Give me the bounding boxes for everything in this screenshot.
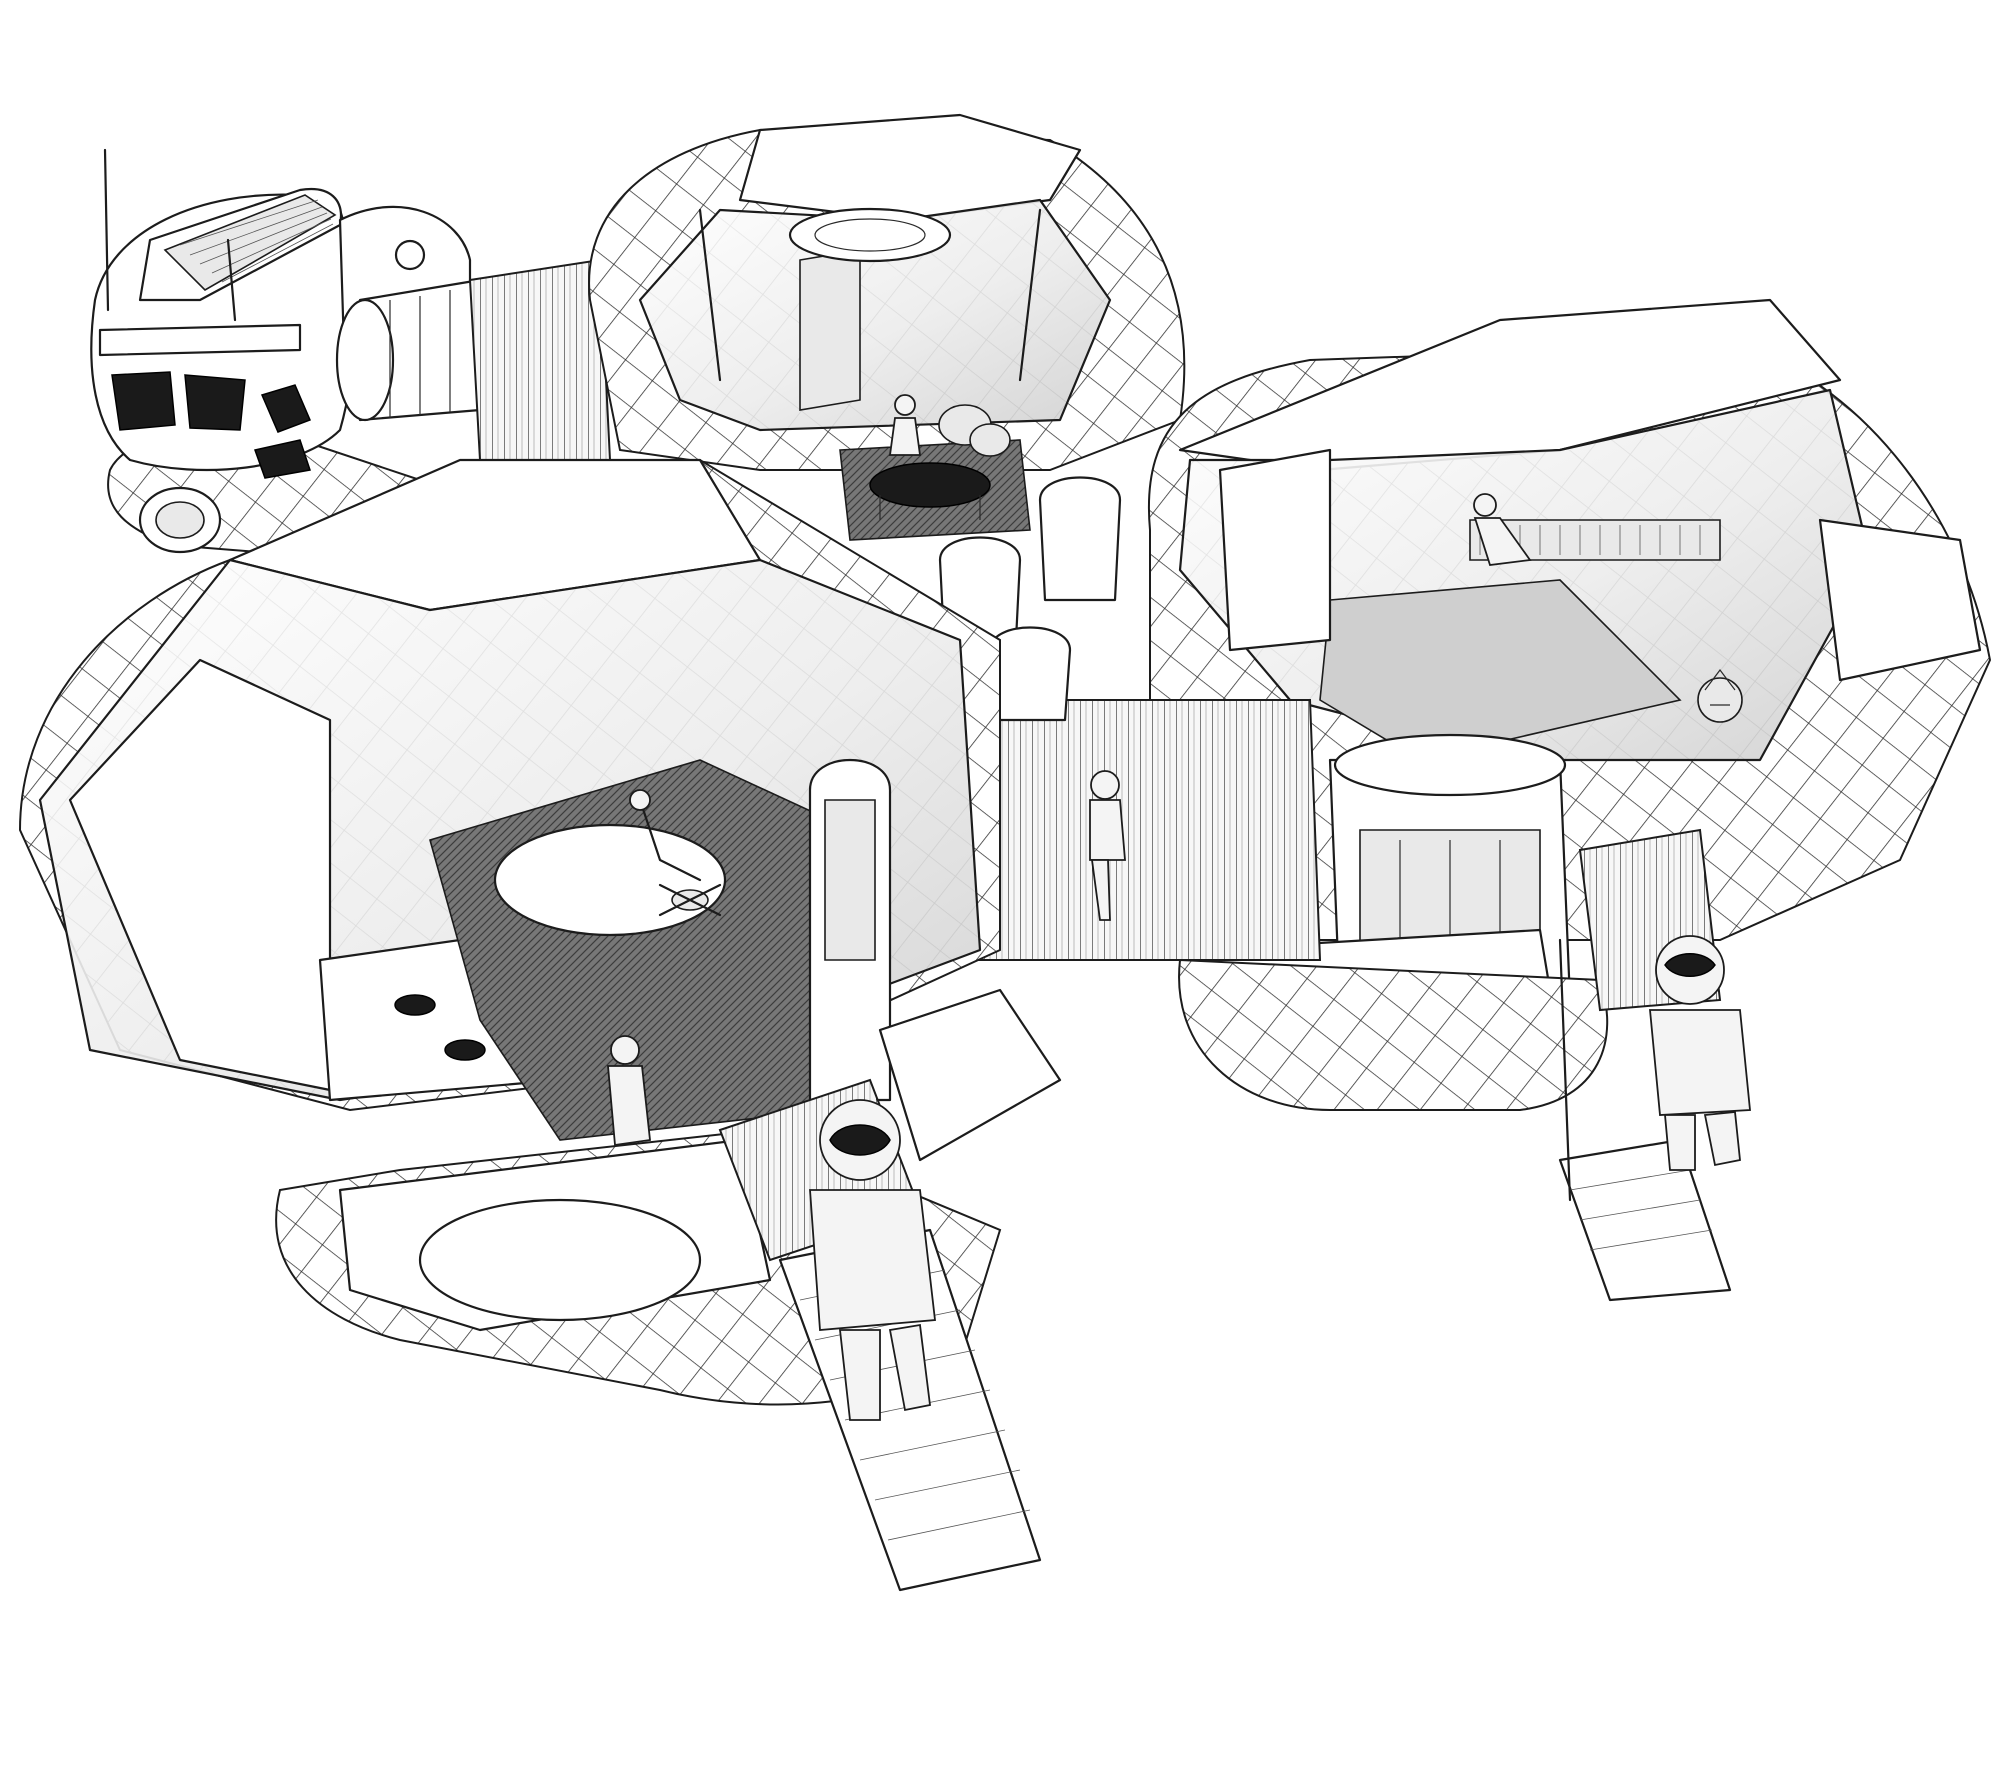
bed: [1469, 519, 1721, 561]
left-hexagonal-dome-module: [18, 458, 1062, 1181]
right-hexagonal-dome-module: [1147, 298, 1992, 1111]
crew-figure-walking-tunnel: [1089, 770, 1126, 921]
rover-antenna: [103, 148, 110, 312]
crew-table: [869, 462, 991, 520]
rover-antenna-2: [226, 238, 237, 322]
left-wall-panel: [68, 658, 332, 1092]
vertical-light-tube: [799, 249, 861, 411]
lounge-chairs: [938, 404, 1011, 457]
closet-door: [1218, 448, 1332, 652]
ceiling-hatch: [788, 207, 952, 263]
rover-wheel: [138, 486, 222, 554]
drone: [658, 883, 722, 917]
rover-solar-panel: [163, 194, 337, 291]
rover-windows: [111, 371, 311, 479]
potted-plant: [1697, 669, 1743, 723]
shower-cylinder: [808, 759, 892, 1102]
crew-figure-resting: [1473, 493, 1532, 566]
astronaut-lower: [809, 1099, 937, 1421]
storage-domes: [938, 476, 1122, 722]
work-table: [493, 823, 727, 937]
connecting-tunnel: [958, 699, 1322, 961]
upper-hexagonal-dome-module: [588, 113, 1186, 541]
crew-figure-seated: [888, 394, 922, 456]
astronaut-right: [1649, 935, 1751, 1171]
robotic-arm: [629, 789, 702, 882]
